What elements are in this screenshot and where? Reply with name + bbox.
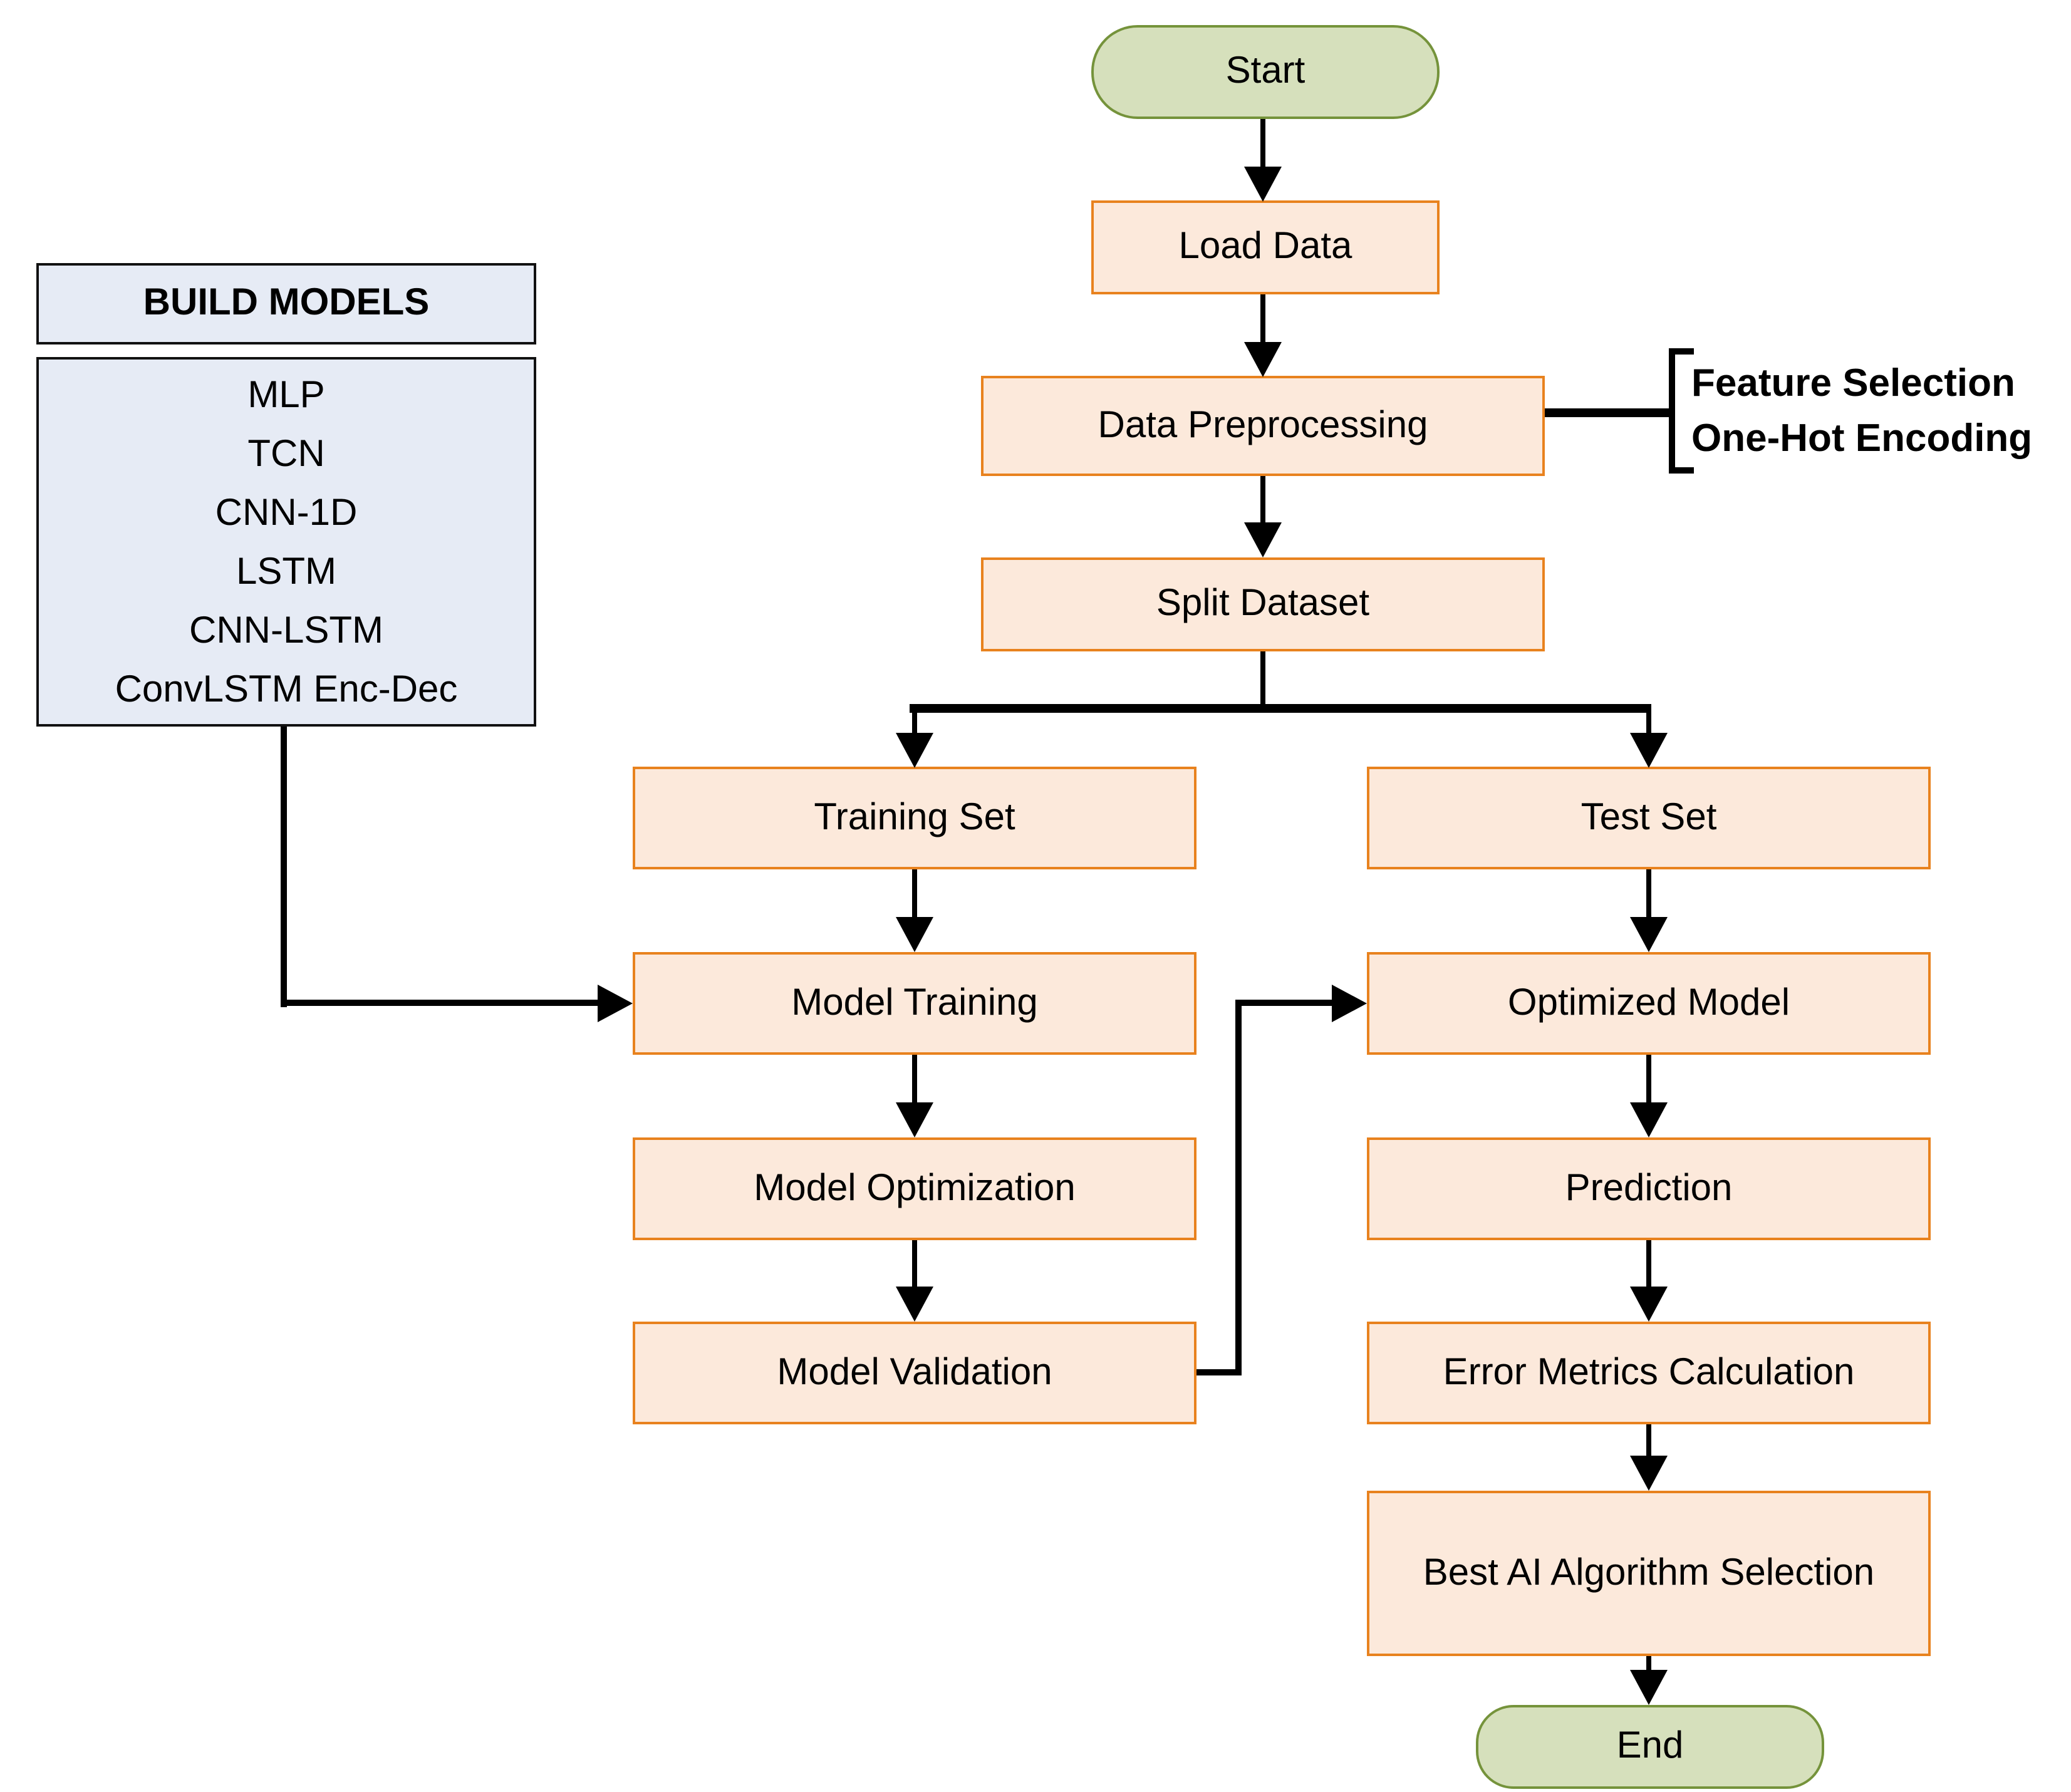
connector-validation-horizontal [1235, 1000, 1332, 1006]
connector-build-models-horizontal [281, 1000, 598, 1006]
arrow-prediction-to-error-metrics-head [1630, 1287, 1668, 1322]
arrow-split-to-test-set-stem [1646, 708, 1651, 737]
arrow-optimized-model-to-prediction-stem [1646, 1055, 1651, 1104]
arrow-best-ai-to-end-head [1630, 1670, 1668, 1705]
arrow-optimization-to-validation-head [896, 1287, 933, 1322]
arrow-model-training-to-optimization-head [896, 1102, 933, 1137]
arrow-test-set-to-optimized-model-stem [1646, 869, 1651, 919]
arrow-model-training-to-optimization-stem [912, 1055, 917, 1104]
arrow-load-data-to-preprocessing-head [1244, 342, 1282, 377]
model-list-item-tcn: TCN [247, 433, 325, 474]
node-model-validation: Model Validation [633, 1322, 1196, 1424]
arrow-load-data-to-preprocessing-stem [1260, 294, 1265, 344]
node-training-set: Training Set [633, 767, 1196, 869]
connector-preprocessing-annotation [1545, 408, 1669, 417]
branch-split-vertical [1260, 651, 1265, 710]
arrow-start-to-load-data-head [1244, 167, 1282, 202]
node-error-metrics-calculation: Error Metrics Calculation [1367, 1322, 1931, 1424]
arrow-optimization-to-validation-stem [912, 1240, 917, 1289]
arrow-optimized-model-to-prediction-head [1630, 1102, 1668, 1137]
model-list-item-cnn1d: CNN-1D [215, 492, 358, 533]
node-best-ai-algorithm-selection: Best AI Algorithm Selection [1367, 1491, 1931, 1656]
node-test-set: Test Set [1367, 767, 1931, 869]
model-list-item-mlp: MLP [247, 374, 325, 415]
connector-validation-vertical [1235, 1000, 1242, 1375]
node-model-optimization: Model Optimization [633, 1137, 1196, 1240]
node-load-data: Load Data [1091, 200, 1440, 294]
arrow-split-to-training-set-head [896, 733, 933, 768]
arrow-preprocessing-to-split-head [1244, 522, 1282, 557]
arrow-test-set-to-optimized-model-head [1630, 917, 1668, 952]
arrow-best-ai-to-end-stem [1646, 1656, 1651, 1672]
node-data-preprocessing: Data Preprocessing [981, 376, 1545, 476]
arrow-preprocessing-to-split-stem [1260, 476, 1265, 525]
build-models-header: BUILD MODELS [36, 263, 536, 344]
arrow-training-set-to-model-training-stem [912, 869, 917, 919]
node-optimized-model: Optimized Model [1367, 952, 1931, 1055]
arrow-training-set-to-model-training-head [896, 917, 933, 952]
arrow-error-metrics-to-best-ai-stem [1646, 1424, 1651, 1458]
node-split-dataset: Split Dataset [981, 557, 1545, 651]
arrow-build-models-to-model-training-head [598, 985, 633, 1022]
connector-build-models-vertical [281, 727, 287, 1007]
node-prediction: Prediction [1367, 1137, 1931, 1240]
annotation-line-2: One-Hot Encoding [1691, 416, 2033, 460]
model-list-item-lstm: LSTM [236, 551, 336, 592]
arrow-prediction-to-error-metrics-stem [1646, 1240, 1651, 1289]
arrow-start-to-load-data-stem [1260, 119, 1265, 169]
arrow-validation-to-optimized-model-head [1332, 985, 1367, 1022]
arrow-error-metrics-to-best-ai-head [1630, 1456, 1668, 1491]
arrow-split-to-test-set-head [1630, 733, 1668, 768]
model-list-item-cnnlstm: CNN-LSTM [189, 609, 383, 651]
build-models-list: MLP TCN CNN-1D LSTM CNN-LSTM ConvLSTM En… [36, 357, 536, 727]
annotation-text: Feature Selection One-Hot Encoding [1691, 356, 2032, 466]
node-end: End [1476, 1705, 1824, 1789]
arrow-split-to-training-set-stem [912, 708, 917, 737]
branch-split-horizontal [910, 704, 1651, 713]
connector-validation-stub [1196, 1369, 1238, 1375]
node-model-training: Model Training [633, 952, 1196, 1055]
annotation-bracket [1669, 348, 1694, 474]
model-list-item-convlstm: ConvLSTM Enc-Dec [115, 668, 458, 710]
node-start: Start [1091, 25, 1440, 119]
annotation-line-1: Feature Selection [1691, 361, 2015, 405]
